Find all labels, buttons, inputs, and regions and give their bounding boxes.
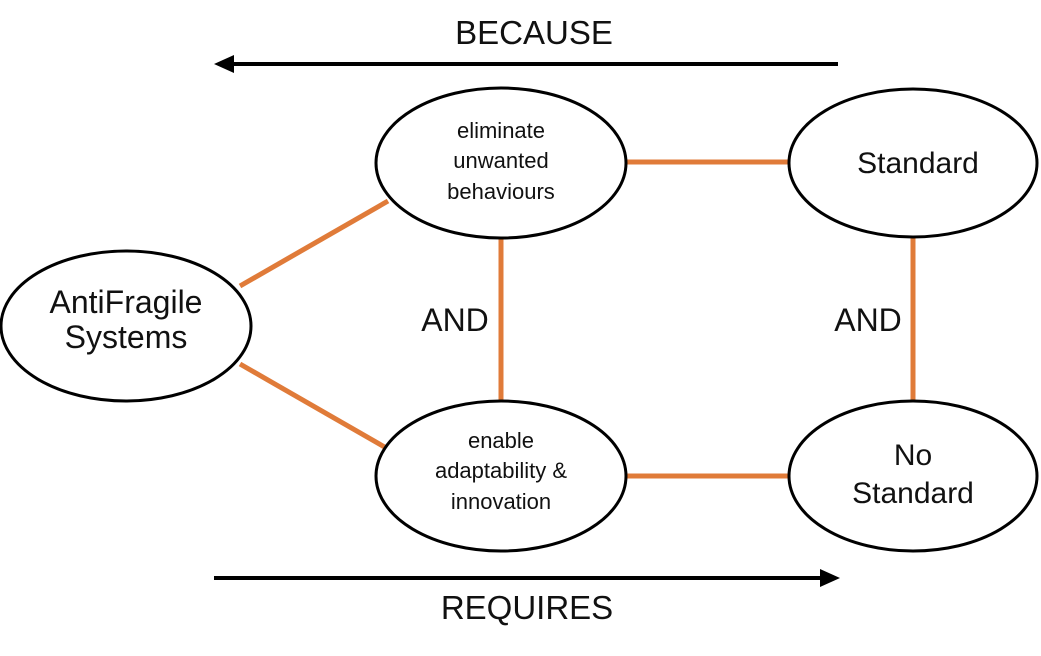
node-eliminate-label: eliminate unwanted behaviours (401, 116, 601, 207)
node-nostandard-line2: Standard (852, 476, 974, 510)
nodes (0, 86, 1039, 553)
and-label-right: AND (834, 302, 902, 338)
requires-label: REQUIRES (440, 589, 614, 626)
because-arrow-head (214, 55, 234, 73)
node-eliminate-line3: behaviours (447, 178, 555, 204)
because-label: BECAUSE (455, 14, 613, 51)
node-standard-label: Standard (818, 145, 1018, 183)
node-standard-shape (787, 87, 1039, 239)
node-enable-line3: innovation (450, 488, 552, 514)
and-label-left: AND (421, 302, 489, 338)
requires-arrow-head (820, 569, 840, 587)
node-enable-line1: enable (467, 428, 535, 453)
node-enable-label: enable adaptability & innovation (401, 426, 601, 517)
node-eliminate-line1: eliminate (456, 118, 546, 143)
node-antifragile-line1: AntiFragile (49, 284, 203, 320)
node-nostandard-label: No Standard (813, 437, 1013, 512)
node-antifragile-label: AntiFragile Systems (26, 285, 226, 354)
node-nostandard-line1: No (893, 439, 933, 472)
connectors (238, 159, 916, 479)
node-standard-line1: Standard (857, 147, 979, 180)
node-enable-line2: adaptability & (434, 458, 568, 484)
requires-arrow (214, 569, 840, 587)
node-antifragile-line2: Systems (64, 318, 188, 355)
node-nostandard-shape (787, 399, 1039, 553)
node-eliminate-shape (374, 86, 628, 240)
node-antifragile-shape (0, 249, 253, 403)
node-eliminate-line2: unwanted (453, 148, 549, 174)
because-arrow (214, 55, 838, 73)
connector-antifragile-enable (238, 361, 390, 452)
node-enable-shape (374, 399, 628, 553)
connector-antifragile-eliminate (238, 198, 390, 289)
